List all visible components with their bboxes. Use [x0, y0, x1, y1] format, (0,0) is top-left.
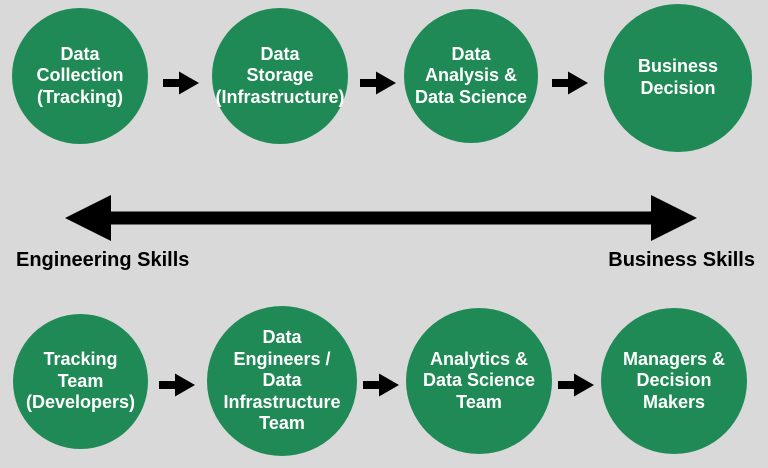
flow-node-data-collection: Data Collection (Tracking)	[12, 8, 148, 144]
team-node-label: Tracking Team (Developers)	[25, 349, 136, 413]
business-skills-label: Business Skills	[608, 249, 755, 271]
team-node-managers: Managers & Decision Makers	[601, 308, 747, 454]
team-node-label: Analytics & Data Science Team	[422, 348, 536, 412]
flow-arrow-icon	[360, 71, 396, 95]
flow-arrow-icon	[163, 71, 199, 95]
engineering-skills-label: Engineering Skills	[16, 249, 190, 271]
flow-arrow-icon	[558, 373, 594, 397]
team-node-label: Data Engineers / Data Infrastructure Tea…	[223, 327, 341, 434]
team-node-data-engineers: Data Engineers / Data Infrastructure Tea…	[207, 306, 357, 456]
flow-node-data-storage: Data Storage (Infrastructure)	[212, 8, 348, 144]
flow-node-label: Data Analysis & Data Science	[414, 43, 528, 107]
flow-arrow-icon	[159, 373, 195, 397]
skills-spectrum-arrow-icon	[65, 195, 697, 241]
flow-node-label: Data Collection (Tracking)	[36, 43, 124, 107]
flow-node-label: Business Decision	[637, 56, 719, 98]
flow-arrow-icon	[363, 373, 399, 397]
flow-node-label: Data Storage (Infrastructure)	[215, 43, 345, 107]
team-node-tracking-team: Tracking Team (Developers)	[13, 314, 148, 449]
team-node-analytics-team: Analytics & Data Science Team	[406, 308, 552, 454]
team-node-label: Managers & Decision Makers	[622, 348, 726, 412]
flow-node-business-decision: Business Decision	[604, 4, 752, 152]
flow-arrow-icon	[552, 71, 588, 95]
flow-node-data-analysis: Data Analysis & Data Science	[404, 9, 538, 143]
